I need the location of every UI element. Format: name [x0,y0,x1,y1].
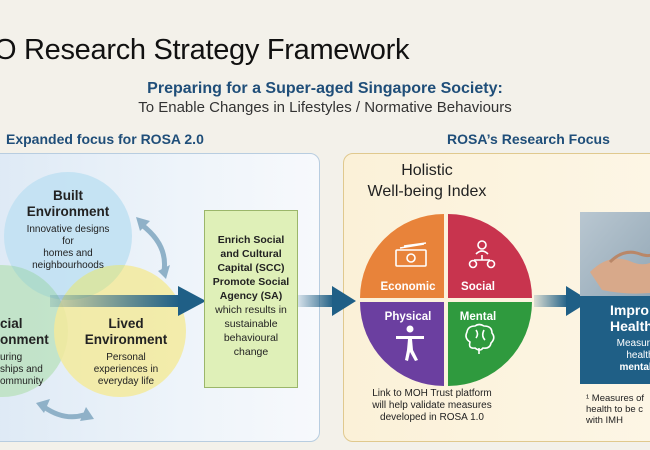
social-environment-desc: uring ships and ommunity [0,352,44,387]
physical-label: Physical [384,311,432,323]
brain-icon [465,323,495,354]
arrow-to-outcome [534,286,590,316]
wellbeing-quadrant-chart [360,214,532,386]
yoga-pose-icon [396,325,424,361]
built-environment-label: Built Environment Innovative designs for… [26,188,110,271]
center-outcome-box: Enrich Social and Cultural Capital (SCC)… [204,210,298,388]
economic-label: Economic [380,281,436,293]
footnote: ¹ Measures of health to be c with IMH [586,393,645,426]
lived-environment-label: Lived Environment Personal experiences i… [84,316,168,387]
page-title: O Research Strategy Framework [0,34,410,66]
subtitle: Preparing for a Super-aged Singapore Soc… [147,80,503,97]
economic-quadrant [360,214,444,298]
left-section-heading: Expanded focus for ROSA 2.0 [6,131,204,147]
arrow-to-index [298,286,356,316]
people-network-icon [468,240,496,269]
hands-photo [580,212,650,384]
social-quadrant [448,214,532,298]
holistic-index-title: Holistic Well-being Index [367,162,487,200]
built-environment-circle [4,172,132,300]
mental-label: Mental [459,311,497,323]
cycle-arrows [41,222,168,420]
social-label: Social [461,281,495,293]
moh-link-note: Link to MOH Trust platform will help val… [372,388,492,423]
social-environment-label: cial onment [0,316,49,347]
arrow-to-center-box [50,286,206,316]
improved-health-card: Impro Health Measuring health mental h [580,212,650,384]
flow-arrows [50,286,590,316]
money-icon [395,242,427,267]
subtitle-secondary: To Enable Changes in Lifestyles / Normat… [138,99,512,116]
physical-quadrant [360,302,444,386]
right-section-heading: ROSA’s Research Focus [447,131,610,147]
